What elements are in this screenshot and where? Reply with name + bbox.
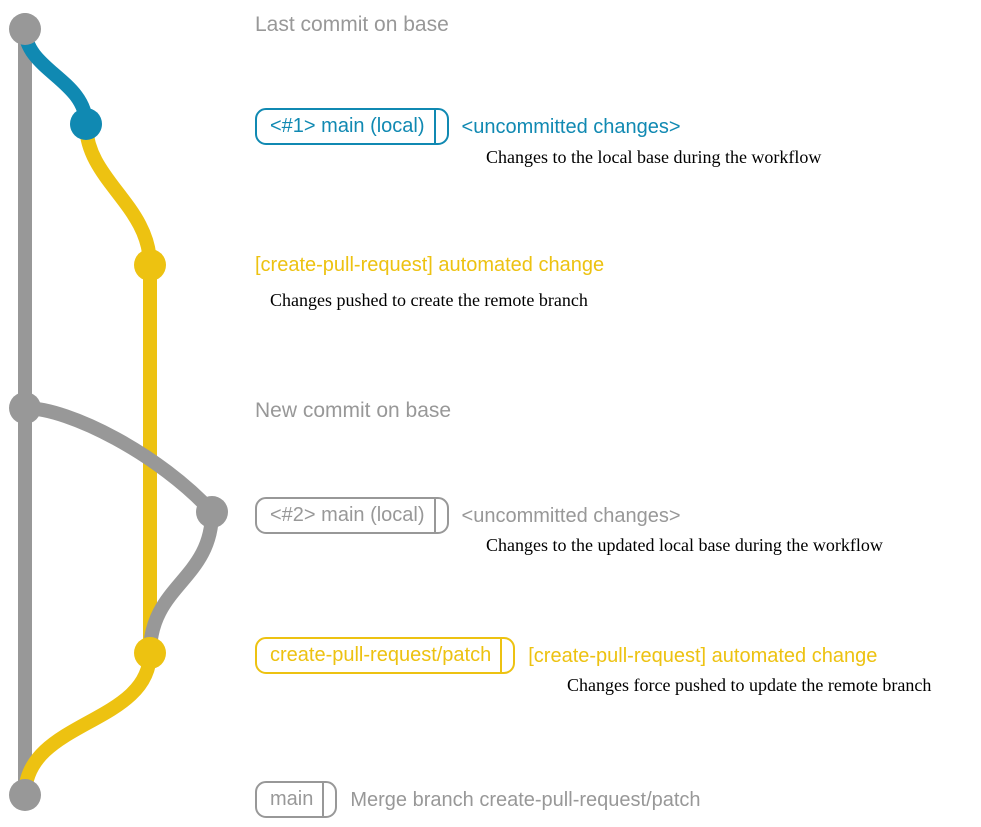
branch-pill-main[interactable]: main — [255, 781, 338, 818]
row-local-uncommitted-2: <#2> main (local) <uncommitted changes> — [255, 497, 681, 534]
commit-subject-uncommitted-2: <uncommitted changes> — [461, 504, 681, 527]
row-merge-commit: main Merge branch create-pull-request/pa… — [255, 781, 701, 818]
commit-description-1: Changes to the local base during the wor… — [486, 147, 822, 167]
commit-description-4: Changes force pushed to update the remot… — [567, 675, 932, 695]
commit-description-2: Changes pushed to create the remote bran… — [270, 290, 588, 310]
heading-text: Last commit on base — [255, 13, 449, 36]
commit-node-patch-1[interactable] — [134, 249, 166, 281]
branch-pill-main-local-1[interactable]: <#1> main (local) — [255, 108, 449, 145]
commit-node-merge[interactable] — [9, 779, 41, 811]
commit-node-base-new[interactable] — [9, 392, 41, 424]
commit-node-patch-2[interactable] — [134, 637, 166, 669]
commit-description-3: Changes to the updated local base during… — [486, 535, 883, 555]
heading-text: New commit on base — [255, 399, 452, 422]
row-heading-new-commit-on-base: New commit on base — [255, 398, 451, 424]
row-automated-change-1: [create-pull-request] automated change — [255, 253, 604, 277]
patch-to-merge-line — [18, 646, 157, 802]
row-automated-change-2: create-pull-request/patch [create-pull-r… — [255, 637, 877, 674]
commit-subject-automated-2: [create-pull-request] automated change — [528, 644, 878, 667]
commit-node-local-1[interactable] — [70, 108, 102, 140]
git-graph-canvas — [9, 13, 228, 811]
updated-local-branch-line — [18, 401, 219, 519]
commit-subject-automated-1: [create-pull-request] automated change — [255, 254, 605, 276]
commit-node-base-head[interactable] — [9, 13, 41, 45]
row-local-uncommitted-1: <#1> main (local) <uncommitted changes> — [255, 108, 681, 145]
commit-subject-uncommitted-1: <uncommitted changes> — [461, 115, 681, 138]
commit-node-local-2[interactable] — [196, 496, 228, 528]
commit-subject-merge: Merge branch create-pull-request/patch — [350, 788, 701, 811]
row-heading-last-commit-on-base: Last commit on base — [255, 12, 449, 38]
branch-pill-create-pull-request-patch[interactable]: create-pull-request/patch — [255, 637, 516, 674]
branch-pill-main-local-2[interactable]: <#2> main (local) — [255, 497, 449, 534]
updated-local-to-patch-line — [143, 505, 219, 660]
